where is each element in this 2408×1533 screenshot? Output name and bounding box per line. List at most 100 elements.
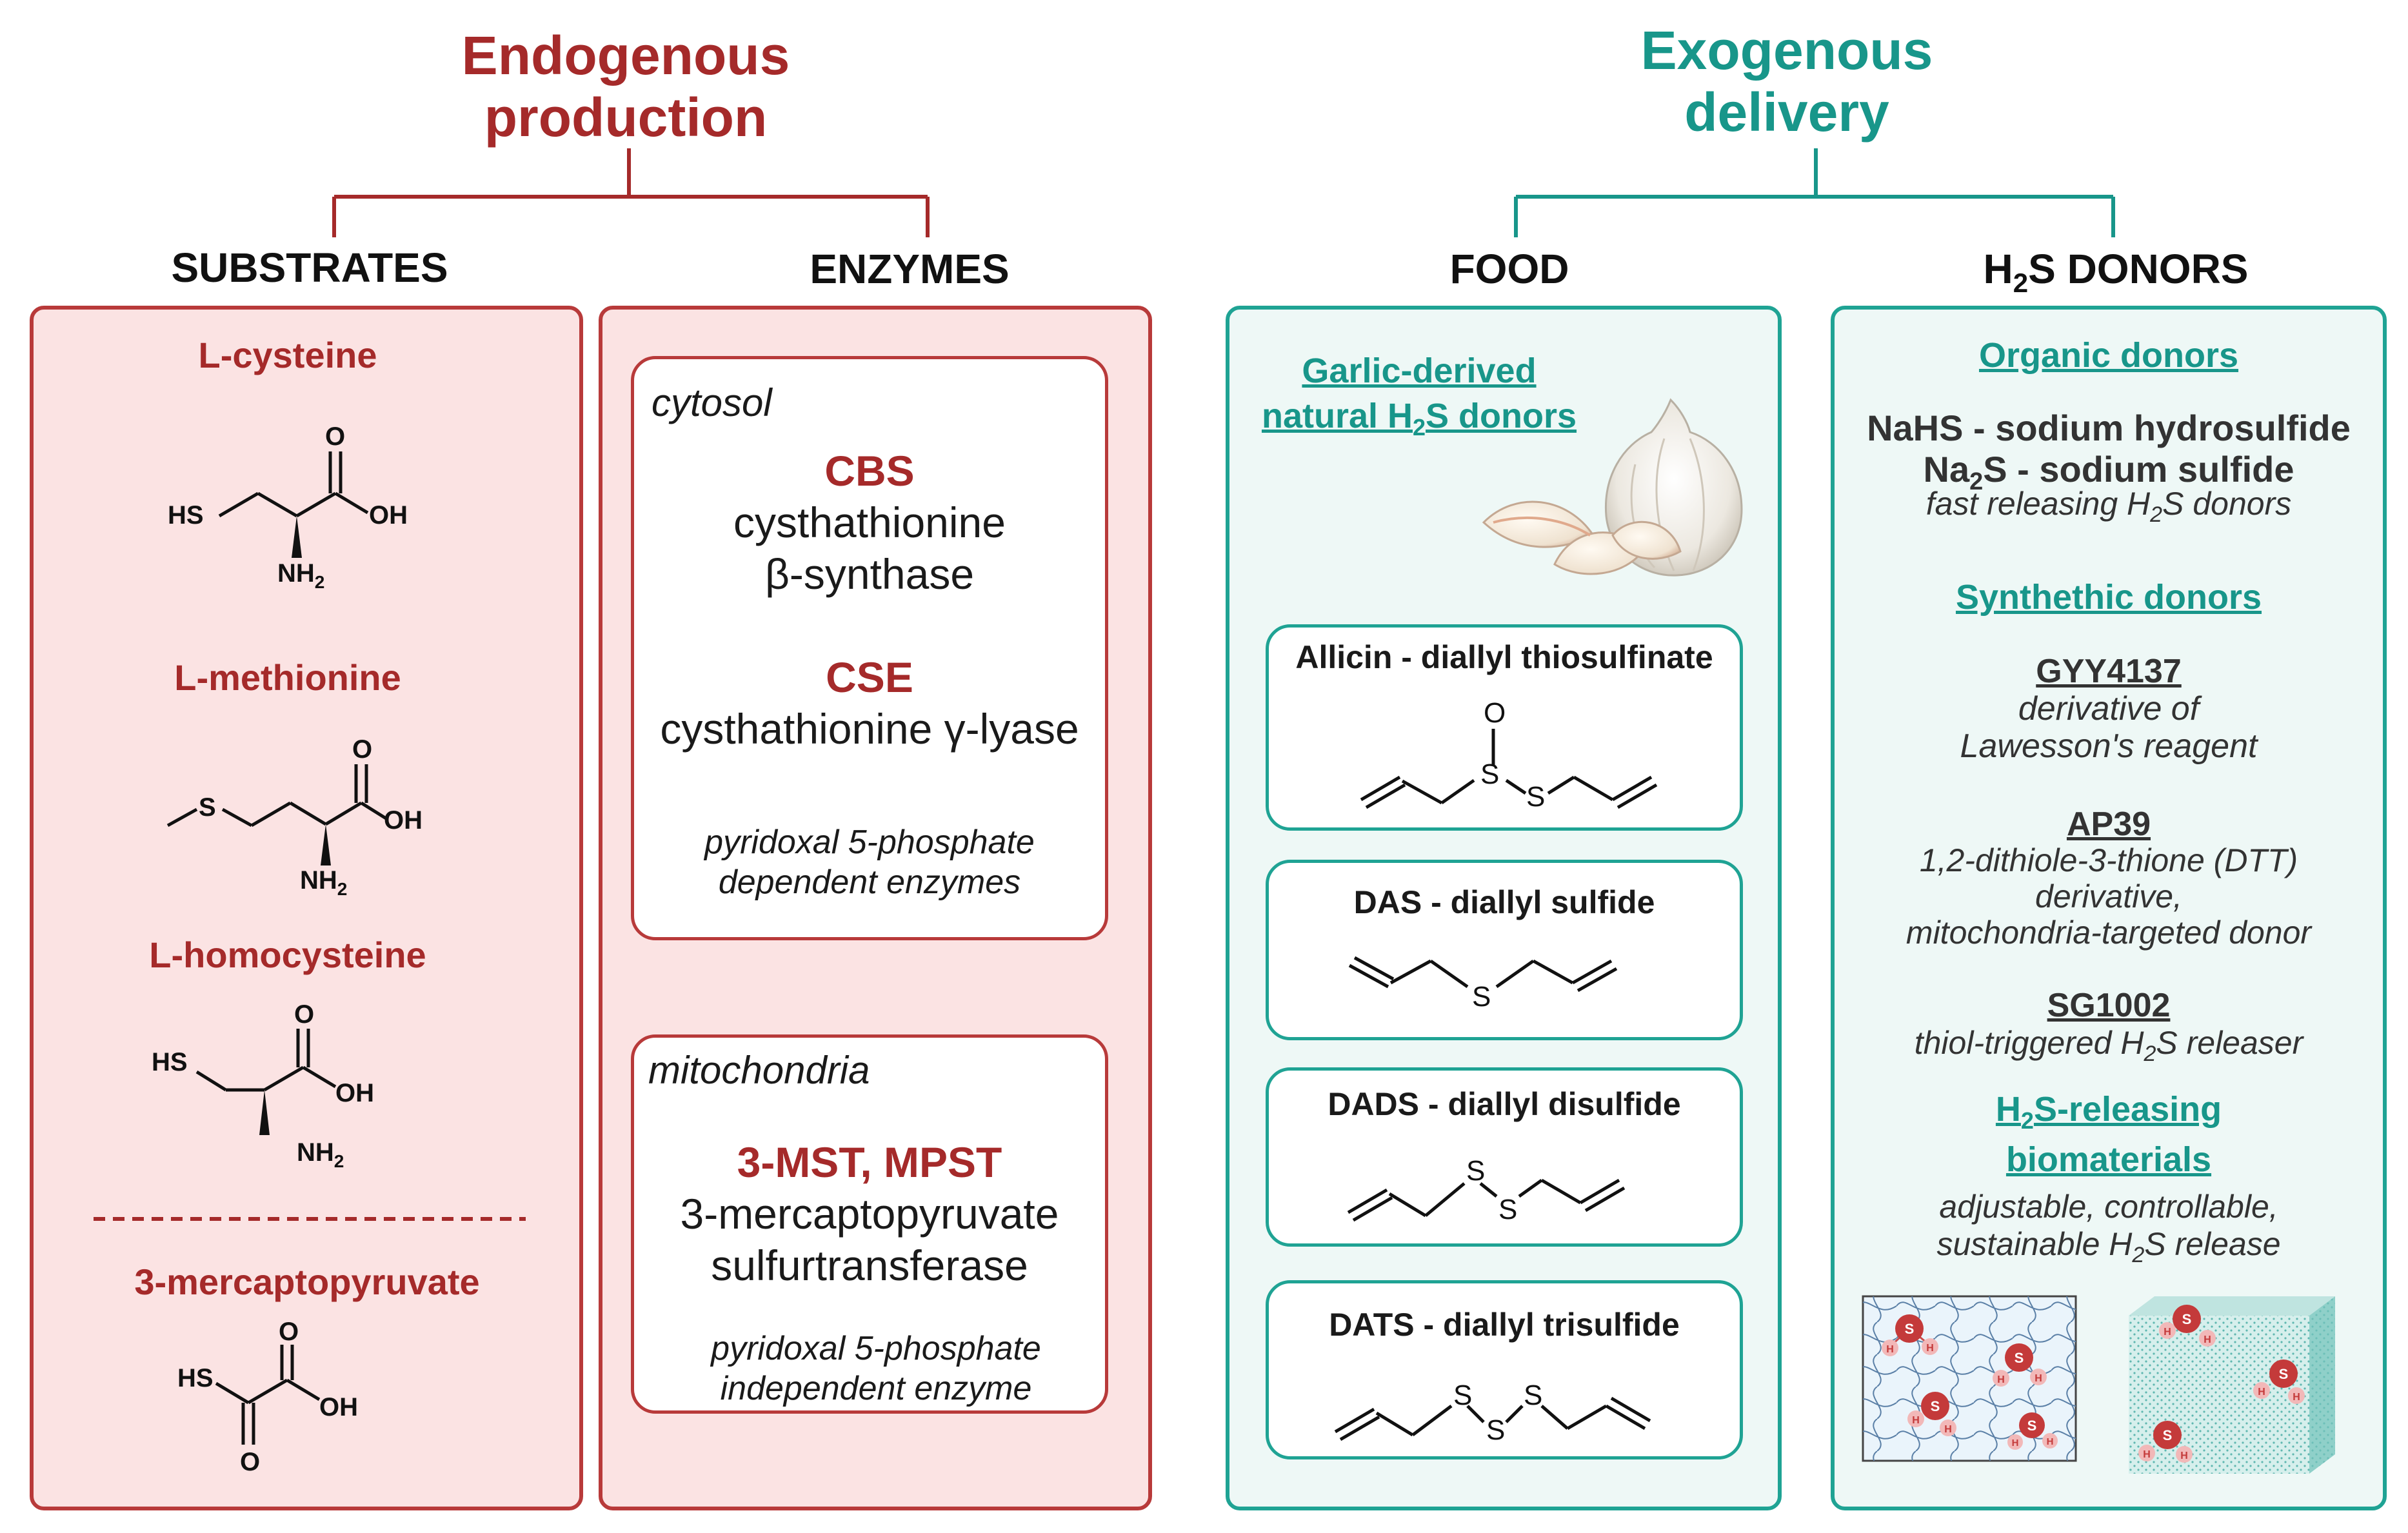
cse-name: cysthathionine γ-lyase — [660, 705, 1079, 753]
mst-abbr: 3-MST, MPST — [737, 1138, 1002, 1186]
atom-hs: HS — [168, 501, 204, 529]
atom-s: S — [1905, 1321, 1915, 1337]
atom-h: H — [2164, 1327, 2171, 1338]
atom-s2: S — [1498, 1194, 1517, 1225]
ap39-desc3: mitochondria-targeted donor — [1906, 915, 2312, 951]
nahs-line: NaHS - sodium hydrosulfide — [1867, 408, 2351, 448]
exogenous-title-line1: Exogenous — [1640, 20, 1933, 81]
garlic-title-line2-post: S donors — [1426, 397, 1577, 435]
atom-s1: S — [1453, 1380, 1472, 1411]
atom-h: H — [2180, 1450, 2188, 1461]
atom-nh2: NH2 — [300, 866, 347, 899]
cytosol-note-line2: dependent enzymes — [718, 864, 1021, 901]
exogenous-title: Exogenous delivery — [1574, 19, 2000, 143]
exogenous-title-line2: delivery — [1684, 82, 1889, 143]
porous-cube — [2129, 1296, 2335, 1474]
bio-desc2-post: S release — [2144, 1226, 2281, 1262]
organic-donors-list: NaHS - sodium hydrosulfide Na2S - sodium… — [1831, 408, 2387, 502]
atom-h: H — [1926, 1343, 1934, 1354]
endogenous-title: Endogenous production — [413, 25, 839, 148]
atom-o-keto: O — [240, 1448, 260, 1476]
bio-desc2-sub: 2 — [2132, 1243, 2145, 1267]
atom-s2: S — [1486, 1414, 1505, 1446]
cytosol-note: pyridoxal 5-phosphate dependent enzymes — [631, 822, 1108, 902]
dads-label: DADS - diallyl disulfide — [1328, 1086, 1681, 1122]
exogenous-connector — [1514, 148, 2115, 237]
garlic-title-line2-pre: natural H — [1261, 397, 1413, 435]
h2s-donors-header-pre: H — [1983, 246, 2013, 292]
h2s-molecules: S H H S H H S H H S H H S H H — [1882, 1305, 2305, 1463]
atom-h: H — [1886, 1344, 1894, 1355]
sg-desc-pre: thiol-triggered H — [1914, 1025, 2144, 1061]
atom-h: H — [1944, 1424, 1952, 1435]
endogenous-connector — [332, 148, 930, 237]
cbs-name-line1: cysthathionine — [733, 499, 1006, 546]
substrates-header: SUBSTRATES — [171, 244, 448, 291]
allicin-structure: O S S — [1360, 697, 1658, 813]
atom-h: H — [2012, 1438, 2019, 1449]
h2s-donors-header-post: S DONORS — [2028, 246, 2249, 292]
atom-nh2: NH2 — [277, 559, 324, 592]
atom-o: O — [294, 1000, 314, 1029]
3-mercaptopyruvate-structure: HS O OH O — [177, 1318, 358, 1476]
bio-desc1: adjustable, controllable, — [1939, 1189, 2278, 1225]
endogenous-title-line1: Endogenous — [461, 25, 790, 86]
sg1002-name: SG1002 — [2047, 987, 2171, 1024]
synthetic-donors-title: Synthethic donors — [1955, 578, 2262, 617]
l-cysteine-label: L-cysteine — [198, 335, 377, 375]
l-homocysteine-structure: HS O OH NH2 — [152, 1000, 374, 1171]
gyy4137-desc1: derivative of — [2018, 690, 2200, 727]
atom-s: S — [1931, 1398, 1940, 1414]
dashed-divider — [94, 1217, 526, 1221]
mitochondria-note: pyridoxal 5-phosphate independent enzyme — [637, 1329, 1115, 1409]
sg-desc-post: S releaser — [2156, 1025, 2304, 1061]
atom-oh: OH — [369, 501, 408, 529]
biomaterials-title-line1: H2S-releasing — [1831, 1090, 2387, 1140]
cbs-block: CBS cysthathionine β-synthase — [631, 445, 1108, 600]
gyy4137-name: GYY4137 — [2036, 653, 2182, 690]
atom-oh: OH — [335, 1079, 374, 1107]
atom-o: O — [325, 422, 345, 451]
l-methionine-structure: S O OH NH2 — [166, 735, 423, 899]
atom-h: H — [1912, 1415, 1920, 1426]
atom-s: S — [2279, 1366, 2289, 1382]
atom-s: S — [2027, 1418, 2037, 1434]
dads-structure: S S — [1347, 1155, 1626, 1225]
allicin-label: Allicin - diallyl thiosulfinate — [1295, 639, 1713, 675]
bio-title1-sub: 2 — [2020, 1107, 2034, 1134]
atom-oh: OH — [319, 1393, 358, 1421]
gyy4137-block: GYY4137 derivative of Lawesson's reagent — [1831, 653, 2387, 765]
substrates-panel — [30, 306, 583, 1510]
mitochondria-note-line2: independent enzyme — [720, 1370, 1032, 1407]
l-homocysteine-label: L-homocysteine — [149, 935, 426, 975]
mitochondria-note-line1: pyridoxal 5-phosphate — [711, 1330, 1041, 1367]
atom-s: S — [199, 793, 216, 822]
garlic-title-line2-sub: 2 — [1413, 413, 1426, 440]
organic-donors-title: Organic donors — [1978, 336, 2239, 375]
atom-s3: S — [1524, 1380, 1542, 1411]
ap39-desc1: 1,2-dithiole-3-thione (DTT) — [1919, 842, 2298, 878]
endogenous-title-line2: production — [484, 87, 768, 148]
biomaterials-title: H2S-releasing biomaterials — [1831, 1090, 2387, 1179]
bio-desc2: sustainable H2S release — [1831, 1225, 2387, 1274]
fast-pre: fast releasing H — [1925, 486, 2151, 522]
mitochondria-box — [631, 1034, 1108, 1414]
atom-h: H — [2204, 1334, 2211, 1345]
3-mercaptopyruvate-label: 3-mercaptopyruvate — [134, 1261, 480, 1302]
das-structure: S — [1348, 956, 1618, 1013]
dats-label: DATS - diallyl trisulfide — [1329, 1307, 1680, 1343]
ap39-block: AP39 1,2-dithiole-3-thione (DTT) derivat… — [1831, 806, 2387, 951]
cse-abbr: CSE — [826, 653, 913, 701]
atom-h: H — [2047, 1436, 2054, 1447]
dads-card — [1266, 1067, 1743, 1247]
bio-title1-pre: H — [1995, 1090, 2021, 1129]
das-label: DAS - diallyl sulfide — [1353, 884, 1655, 920]
atom-o: O — [1484, 697, 1506, 729]
na2s-pre: Na — [1923, 449, 1970, 490]
cbs-name-line2: β-synthase — [764, 550, 975, 598]
biomaterials-desc: adjustable, controllable, sustainable H2… — [1831, 1188, 2387, 1274]
enzymes-header: ENZYMES — [810, 246, 1010, 292]
atom-nh2: NH2 — [297, 1138, 344, 1171]
garlic-title-line2: natural H2S donors — [1226, 393, 1613, 450]
atom-h: H — [2035, 1373, 2042, 1384]
